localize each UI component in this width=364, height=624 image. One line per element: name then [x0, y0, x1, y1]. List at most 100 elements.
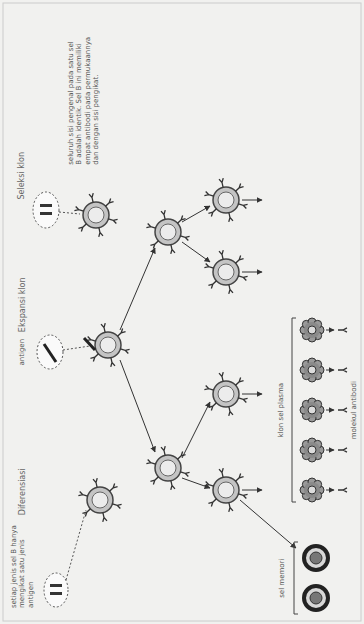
antibody-symbol	[106, 199, 114, 207]
arrow	[182, 478, 210, 488]
receptor-symbol	[40, 204, 52, 207]
bracket	[292, 318, 296, 502]
antibody-symbol	[338, 328, 347, 332]
leader-line	[63, 346, 90, 350]
antibody-symbol	[74, 206, 83, 211]
antibody-symbol	[238, 276, 247, 281]
antibody-symbol	[118, 329, 126, 337]
cell-membrane	[213, 477, 239, 503]
b-cell	[78, 478, 121, 522]
plasma-cell	[300, 398, 324, 422]
antibody-symbol	[229, 285, 233, 294]
antibody-symbol	[208, 281, 216, 289]
antibody-symbol	[238, 204, 247, 209]
antibody-symbol	[78, 491, 87, 496]
callout-ellipse	[44, 573, 68, 607]
cell-membrane	[213, 259, 239, 285]
cell-nucleus	[160, 224, 176, 240]
cell-nucleus	[310, 592, 322, 604]
bracket	[294, 542, 298, 614]
cell-nucleus	[218, 192, 234, 208]
receptor-symbol	[50, 584, 62, 587]
antibody-symbol	[219, 468, 223, 477]
leader-line	[59, 212, 80, 214]
antibody-symbol	[103, 513, 107, 522]
antibody-symbol	[180, 472, 189, 477]
b-cell	[146, 446, 189, 490]
callout-ellipse	[37, 335, 63, 369]
antibody-symbol	[208, 499, 216, 507]
antibody-symbol	[204, 263, 213, 268]
receptor-symbol	[50, 592, 62, 595]
antibody-symbol	[178, 216, 186, 224]
cell-nucleus	[308, 486, 316, 494]
antibody-symbol	[99, 228, 103, 237]
antibody-symbol	[120, 349, 129, 354]
b-cell	[204, 372, 247, 416]
arrow	[182, 402, 210, 458]
arrow	[240, 500, 296, 548]
antibody-symbol	[171, 245, 175, 254]
secretion-arrow	[326, 490, 334, 491]
cell-nucleus	[308, 406, 316, 414]
secretion-arrow	[326, 410, 334, 411]
arrow	[242, 272, 262, 273]
arrow	[242, 490, 262, 491]
cell-membrane	[95, 332, 121, 358]
arrow	[120, 248, 155, 330]
arrow	[182, 206, 210, 222]
antigen-symbol	[84, 338, 95, 350]
antibody-symbol	[161, 210, 165, 219]
stage-label: Ekspansi klon	[17, 277, 27, 332]
note-text: seluruh sisi pengenal pada satu sel B ad…	[67, 35, 101, 165]
cell-nucleus	[100, 337, 116, 353]
antibody-symbol	[204, 191, 213, 196]
plasma-cell	[300, 478, 324, 502]
b-cell	[204, 468, 247, 512]
cell-nucleus	[218, 264, 234, 280]
cell-nucleus	[88, 207, 104, 223]
cell-nucleus	[308, 326, 316, 334]
antibody-symbol	[161, 446, 165, 455]
b-cell	[74, 193, 117, 237]
plasma-cell	[300, 318, 324, 342]
b-cell	[86, 323, 129, 367]
antibody-symbol	[111, 358, 115, 367]
cell-body	[304, 482, 320, 498]
b-cell	[204, 178, 247, 222]
leader-line	[66, 510, 86, 580]
antibody-symbol	[219, 372, 223, 381]
antibody-symbol	[101, 323, 105, 332]
memory-cell	[304, 586, 328, 610]
cell-nucleus	[218, 386, 234, 402]
antibody-symbol	[112, 504, 121, 509]
stage-label: Diferensiasi	[17, 468, 27, 515]
cell-membrane	[304, 586, 328, 610]
callout-ellipse	[33, 192, 59, 228]
cell-membrane	[155, 219, 181, 245]
plasma-cell	[300, 358, 324, 382]
antibody-symbol	[150, 477, 158, 485]
antibody-symbol	[219, 250, 223, 259]
plasma-cell	[300, 438, 324, 462]
antibody-symbol	[219, 178, 223, 187]
antibody-symbol	[150, 241, 158, 249]
arrow	[182, 242, 210, 262]
antibody-symbol	[108, 219, 117, 224]
secretion-arrow	[326, 330, 334, 331]
group-label: sel memori	[278, 559, 286, 598]
arrow	[242, 394, 262, 395]
cell-body	[304, 362, 320, 378]
antibody-symbol	[338, 488, 347, 492]
antibody-symbol	[204, 481, 213, 486]
antibody-symbol	[78, 224, 86, 232]
cell-nucleus	[310, 552, 322, 564]
cell-nucleus	[160, 460, 176, 476]
antibody-symbol	[229, 503, 233, 512]
b-cell	[204, 250, 247, 294]
antibody-symbol	[93, 478, 97, 487]
antibody-symbol	[90, 354, 98, 362]
b-cell	[146, 210, 189, 254]
antibody-symbol	[236, 184, 244, 192]
